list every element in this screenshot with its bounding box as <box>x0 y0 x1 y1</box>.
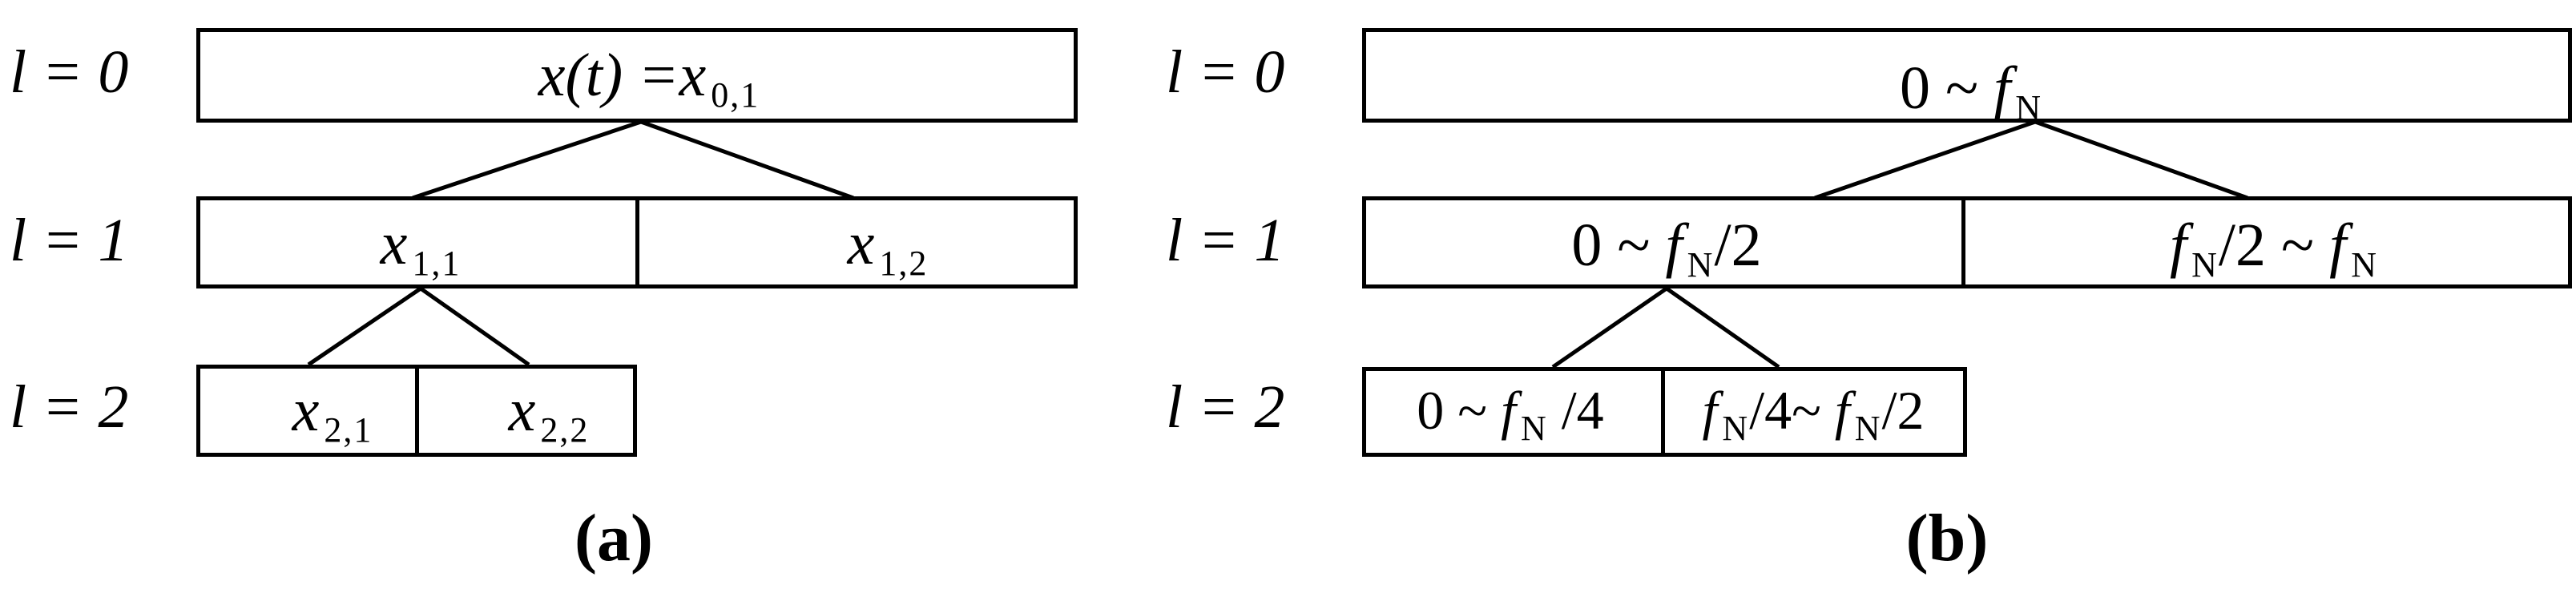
connector-a-root-right <box>640 119 854 200</box>
box-a-level2-divider <box>415 365 419 457</box>
level-label-2-b: l = 2 <box>1166 373 1285 441</box>
box-b-level1-divider <box>1961 196 1965 288</box>
connector-b-11-right <box>1665 286 1780 369</box>
level-label-0-a: l = 0 <box>10 38 129 106</box>
level-label-2-a: l = 2 <box>10 373 129 441</box>
connector-b-11-left <box>1551 286 1668 369</box>
level-label-0-b: l = 0 <box>1166 38 1285 106</box>
box-b-level1 <box>1362 196 2572 288</box>
connector-a-11-left <box>307 286 422 367</box>
caption-a: (a) <box>574 501 653 575</box>
level-label-1-a: l = 1 <box>10 207 129 274</box>
level-label-1-b: l = 1 <box>1166 207 1285 274</box>
connector-b-root-left <box>1814 119 2036 200</box>
box-a-level1-divider <box>635 196 639 288</box>
connector-a-root-left <box>412 119 642 200</box>
connector-a-11-right <box>419 286 530 367</box>
caption-b: (b) <box>1905 501 1989 575</box>
connector-b-root-right <box>2034 119 2248 200</box>
box-a-level0 <box>196 28 1078 123</box>
box-b-level0 <box>1362 28 2572 123</box>
box-b-level2-divider <box>1661 367 1665 457</box>
